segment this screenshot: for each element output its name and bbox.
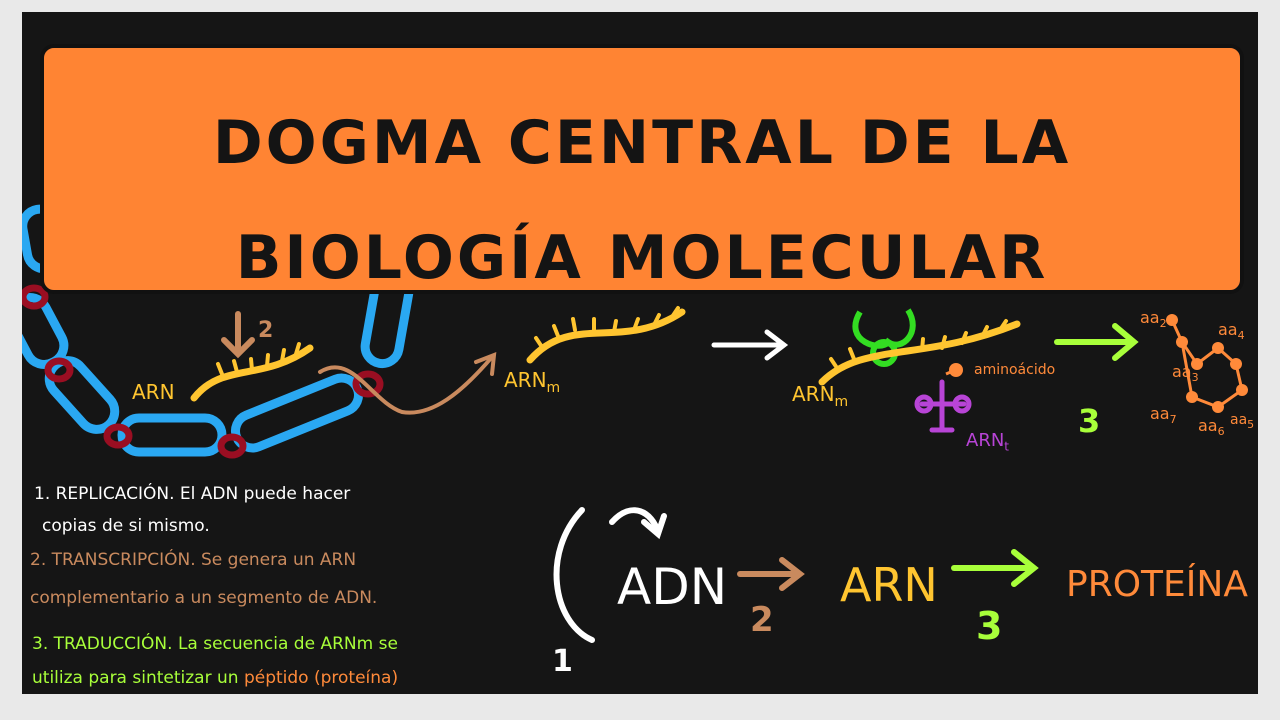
note-replication-line2: copias de si mismo. [42, 516, 210, 536]
transcription-arrow [737, 557, 805, 591]
arn-t-sub: t [1004, 439, 1010, 454]
arn-left-label: ARN [132, 380, 175, 404]
arn-m-sub: m [546, 380, 561, 396]
diagram-drawing [22, 204, 1248, 643]
mrna-strand [526, 308, 686, 364]
translation-arrow-small [1054, 323, 1139, 361]
trna-icon [914, 379, 972, 433]
white-arrow [711, 329, 789, 361]
note-replication-line1: 1. REPLICACIÓN. El ADN puede hacer [34, 484, 351, 504]
aa-label-6: aa6 [1198, 416, 1225, 439]
aa-label-2: aa2 [1140, 308, 1167, 331]
step1-label: 1 [552, 644, 573, 679]
step2-label: 2 [750, 600, 774, 640]
note-translation-line1: 3. TRADUCCIÓN. La secuencia de ARNm se [32, 634, 398, 654]
dna-nodes [22, 284, 384, 459]
arn-t-label: ARNt [966, 430, 1009, 454]
translation-arrow [951, 549, 1039, 587]
note-translation-line2: utiliza para sintetizar un péptido (prot… [32, 668, 398, 688]
note-translation-line2-a: utiliza para sintetizar un [32, 668, 244, 688]
arn-t-text: ARN [966, 430, 1005, 451]
aa-label-3: aa3 [1172, 362, 1199, 385]
aa-label-5: aa5 [1230, 412, 1255, 431]
peptide-nodes [1166, 314, 1248, 413]
arn-m-label: ARNm [504, 368, 560, 396]
arn-m2-text: ARN [792, 382, 835, 406]
step2-small-label: 2 [258, 318, 274, 343]
transcription-curve-arrow [318, 351, 497, 415]
title-line-1: DOGMA CENTRAL DE LA [212, 108, 1072, 178]
title-banner: DOGMA CENTRAL DE LA BIOLOGÍA MOLECULAR [40, 44, 1244, 294]
step3-small-label: 3 [1078, 402, 1101, 440]
aminoacid-dot [949, 363, 963, 377]
note-transcription-line2: complementario a un segmento de ADN. [30, 588, 378, 608]
aa-label-7: aa7 [1150, 404, 1177, 427]
transcription-arrow-small [221, 311, 255, 359]
aa-label-4: aa4 [1218, 320, 1245, 343]
note-transcription-line1: 2. TRANSCRIPCIÓN. Se genera un ARN [30, 550, 357, 570]
rna-strand-left [190, 344, 314, 402]
arn-m2-label: ARNm [792, 382, 848, 410]
adn-label: ADN [617, 558, 728, 616]
step3-label: 3 [976, 604, 1003, 648]
arn-label: ARN [840, 558, 938, 612]
replication-loop-arrow [553, 507, 667, 643]
aminoacido-label: aminoácido [974, 362, 1056, 378]
title-line-2: BIOLOGÍA MOLECULAR [235, 223, 1049, 293]
proteina-label: PROTEÍNA [1066, 564, 1248, 605]
note-translation-line2-b: péptido (proteína) [243, 668, 399, 688]
arn-m2-sub: m [834, 394, 849, 410]
arn-m-text: ARN [504, 368, 547, 392]
